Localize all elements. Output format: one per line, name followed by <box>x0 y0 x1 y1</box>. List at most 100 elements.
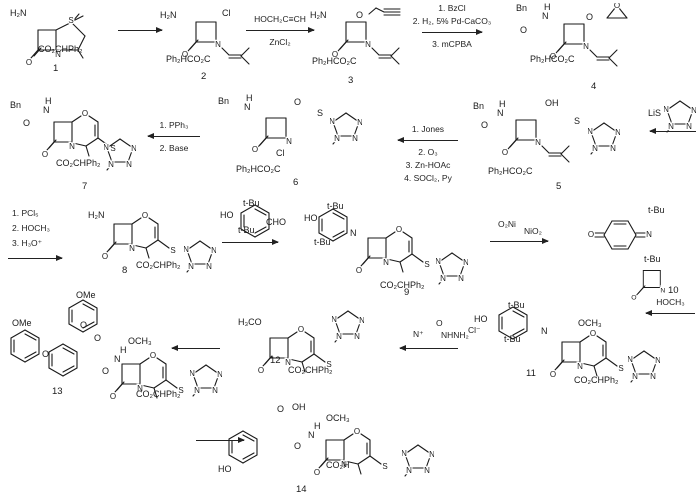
reaction-arrow: 1. PPh₃ 2. Base <box>147 120 200 153</box>
ring-atom-label: S <box>618 364 623 373</box>
atom-group-label: N <box>541 326 548 336</box>
compound-number: 7 <box>82 181 88 192</box>
compound-number: 12 <box>270 355 281 366</box>
compound-8-skeleton: O N S O <box>102 210 177 263</box>
atom-group-label: H₂N <box>310 10 327 20</box>
reaction-arrow <box>196 437 245 443</box>
ring-atom-label: O <box>102 252 108 261</box>
ring-atom-label: N <box>211 246 216 255</box>
atom-group-label: S <box>317 108 324 118</box>
compound-2-skeleton: NO <box>181 21 250 65</box>
atom-group-label: O <box>80 320 88 330</box>
arrowhead-icon <box>147 133 154 139</box>
ring-atom-label: N <box>206 262 212 271</box>
ring-atom-label: S <box>178 386 183 395</box>
ring-atom-label: S <box>170 246 175 255</box>
reagent-label: 3. H₃O⁺ <box>12 238 43 248</box>
ring-atom-label: N <box>332 315 337 324</box>
ring-atom-label: N <box>286 137 292 146</box>
arrow-reagent-above: 1. PPh₃ <box>159 120 189 130</box>
ring-atom-label: N <box>129 244 135 253</box>
ring-atom-label: O <box>26 58 32 67</box>
arrowhead-icon <box>156 27 163 33</box>
atom-group-label: H <box>45 96 52 106</box>
ring-atom-label: O <box>258 366 264 375</box>
ring-atom-label: N <box>69 142 75 151</box>
atom-group-label: O <box>277 404 285 414</box>
ring-atom-label: N <box>691 106 696 115</box>
ring-atom-label: N <box>424 466 430 475</box>
compound-6-skeleton: NO <box>251 117 293 154</box>
arrowhead-icon <box>645 310 652 316</box>
atom-group-label: N <box>308 430 315 440</box>
atom-group-label: H₂N <box>10 8 27 18</box>
ring-atom-label: O <box>298 325 304 334</box>
ring-atom-label: N <box>592 144 598 153</box>
arrow-reagent-above: 1. Jones <box>411 124 445 134</box>
ring-atom-label: N <box>357 118 362 127</box>
compound-11-phenol-ring <box>498 306 528 340</box>
ring-atom-label: N <box>217 370 222 379</box>
atom-group-label: Ph₂HCO₂C <box>166 54 211 64</box>
atom-group-label: N <box>43 105 50 115</box>
atom-group-label: OCH₃ <box>578 318 602 328</box>
atom-group-label: t-Bu <box>314 237 331 247</box>
atom-group-label: Bn <box>10 100 22 110</box>
reagent-label: NHNH₂ <box>441 330 469 340</box>
compound-number: 13 <box>52 386 63 397</box>
atom-group-label: CO₂H <box>326 460 350 470</box>
reaction-arrow <box>399 345 458 351</box>
ring-atom-label: N <box>126 160 132 169</box>
ring-atom-label: N <box>588 127 593 136</box>
ring-atom-label: N <box>646 230 652 239</box>
atom-group-label: OMe <box>12 318 32 328</box>
ring-atom-label: N <box>334 134 340 143</box>
compound-number: 3 <box>348 75 354 86</box>
ring-atom-label: O <box>502 148 508 157</box>
atom-group-label: H <box>544 2 551 12</box>
atom-group-label: N <box>244 102 251 112</box>
ring-atom-label: N <box>436 257 441 266</box>
compound-number: 2 <box>201 71 207 82</box>
ring-atom-label: N <box>577 362 583 371</box>
atom-group-label: N <box>350 228 357 238</box>
arrowhead-icon <box>397 137 404 143</box>
ring-atom-label: O <box>356 266 362 275</box>
atom-group-label: CO₂CHPh₂ <box>574 375 619 385</box>
compound-13-pmb-ester-ring <box>68 299 98 333</box>
compound-number: 6 <box>293 177 299 188</box>
compound-10-lactam: NO <box>630 270 666 301</box>
atom-group-label: CO₂CHPh₂ <box>136 260 181 270</box>
atom-group-label: CO₂CHPh₂ <box>38 44 83 54</box>
ring-atom-label: O <box>142 211 148 220</box>
atom-group-label: O <box>102 366 110 376</box>
atom-group-label: t-Bu <box>327 201 344 211</box>
reagent-label: Cl⁻ <box>468 325 481 335</box>
arrow-reagent-below: 2. Base <box>159 143 189 153</box>
atom-group-label: CO₂CHPh₂ <box>136 389 181 399</box>
atom-group-label: Ph₂HCO₂C <box>312 56 357 66</box>
arrow-reagent-below: 4. SOCl₂, Py <box>404 173 452 183</box>
atom-group-label: LiS <box>648 108 662 118</box>
ring-atom-label: N <box>212 386 218 395</box>
compound-number: 5 <box>556 181 562 192</box>
atom-group-label: H₂N <box>160 10 177 20</box>
compound-number: 1 <box>53 63 59 74</box>
atom-group-label: H <box>314 421 321 431</box>
atom-group-label: OMe <box>76 290 96 300</box>
ring-atom-label: N <box>365 40 371 49</box>
atom-group-label: Ph₂HCO₂C <box>530 54 575 64</box>
ring-atom-label: N <box>336 332 342 341</box>
arrowhead-icon <box>399 345 406 351</box>
ring-atom-label: N <box>104 143 109 152</box>
ring-atom-label: N <box>615 128 620 137</box>
compound-4-epoxide: O <box>606 3 628 19</box>
ring-atom-label: O <box>82 109 88 118</box>
